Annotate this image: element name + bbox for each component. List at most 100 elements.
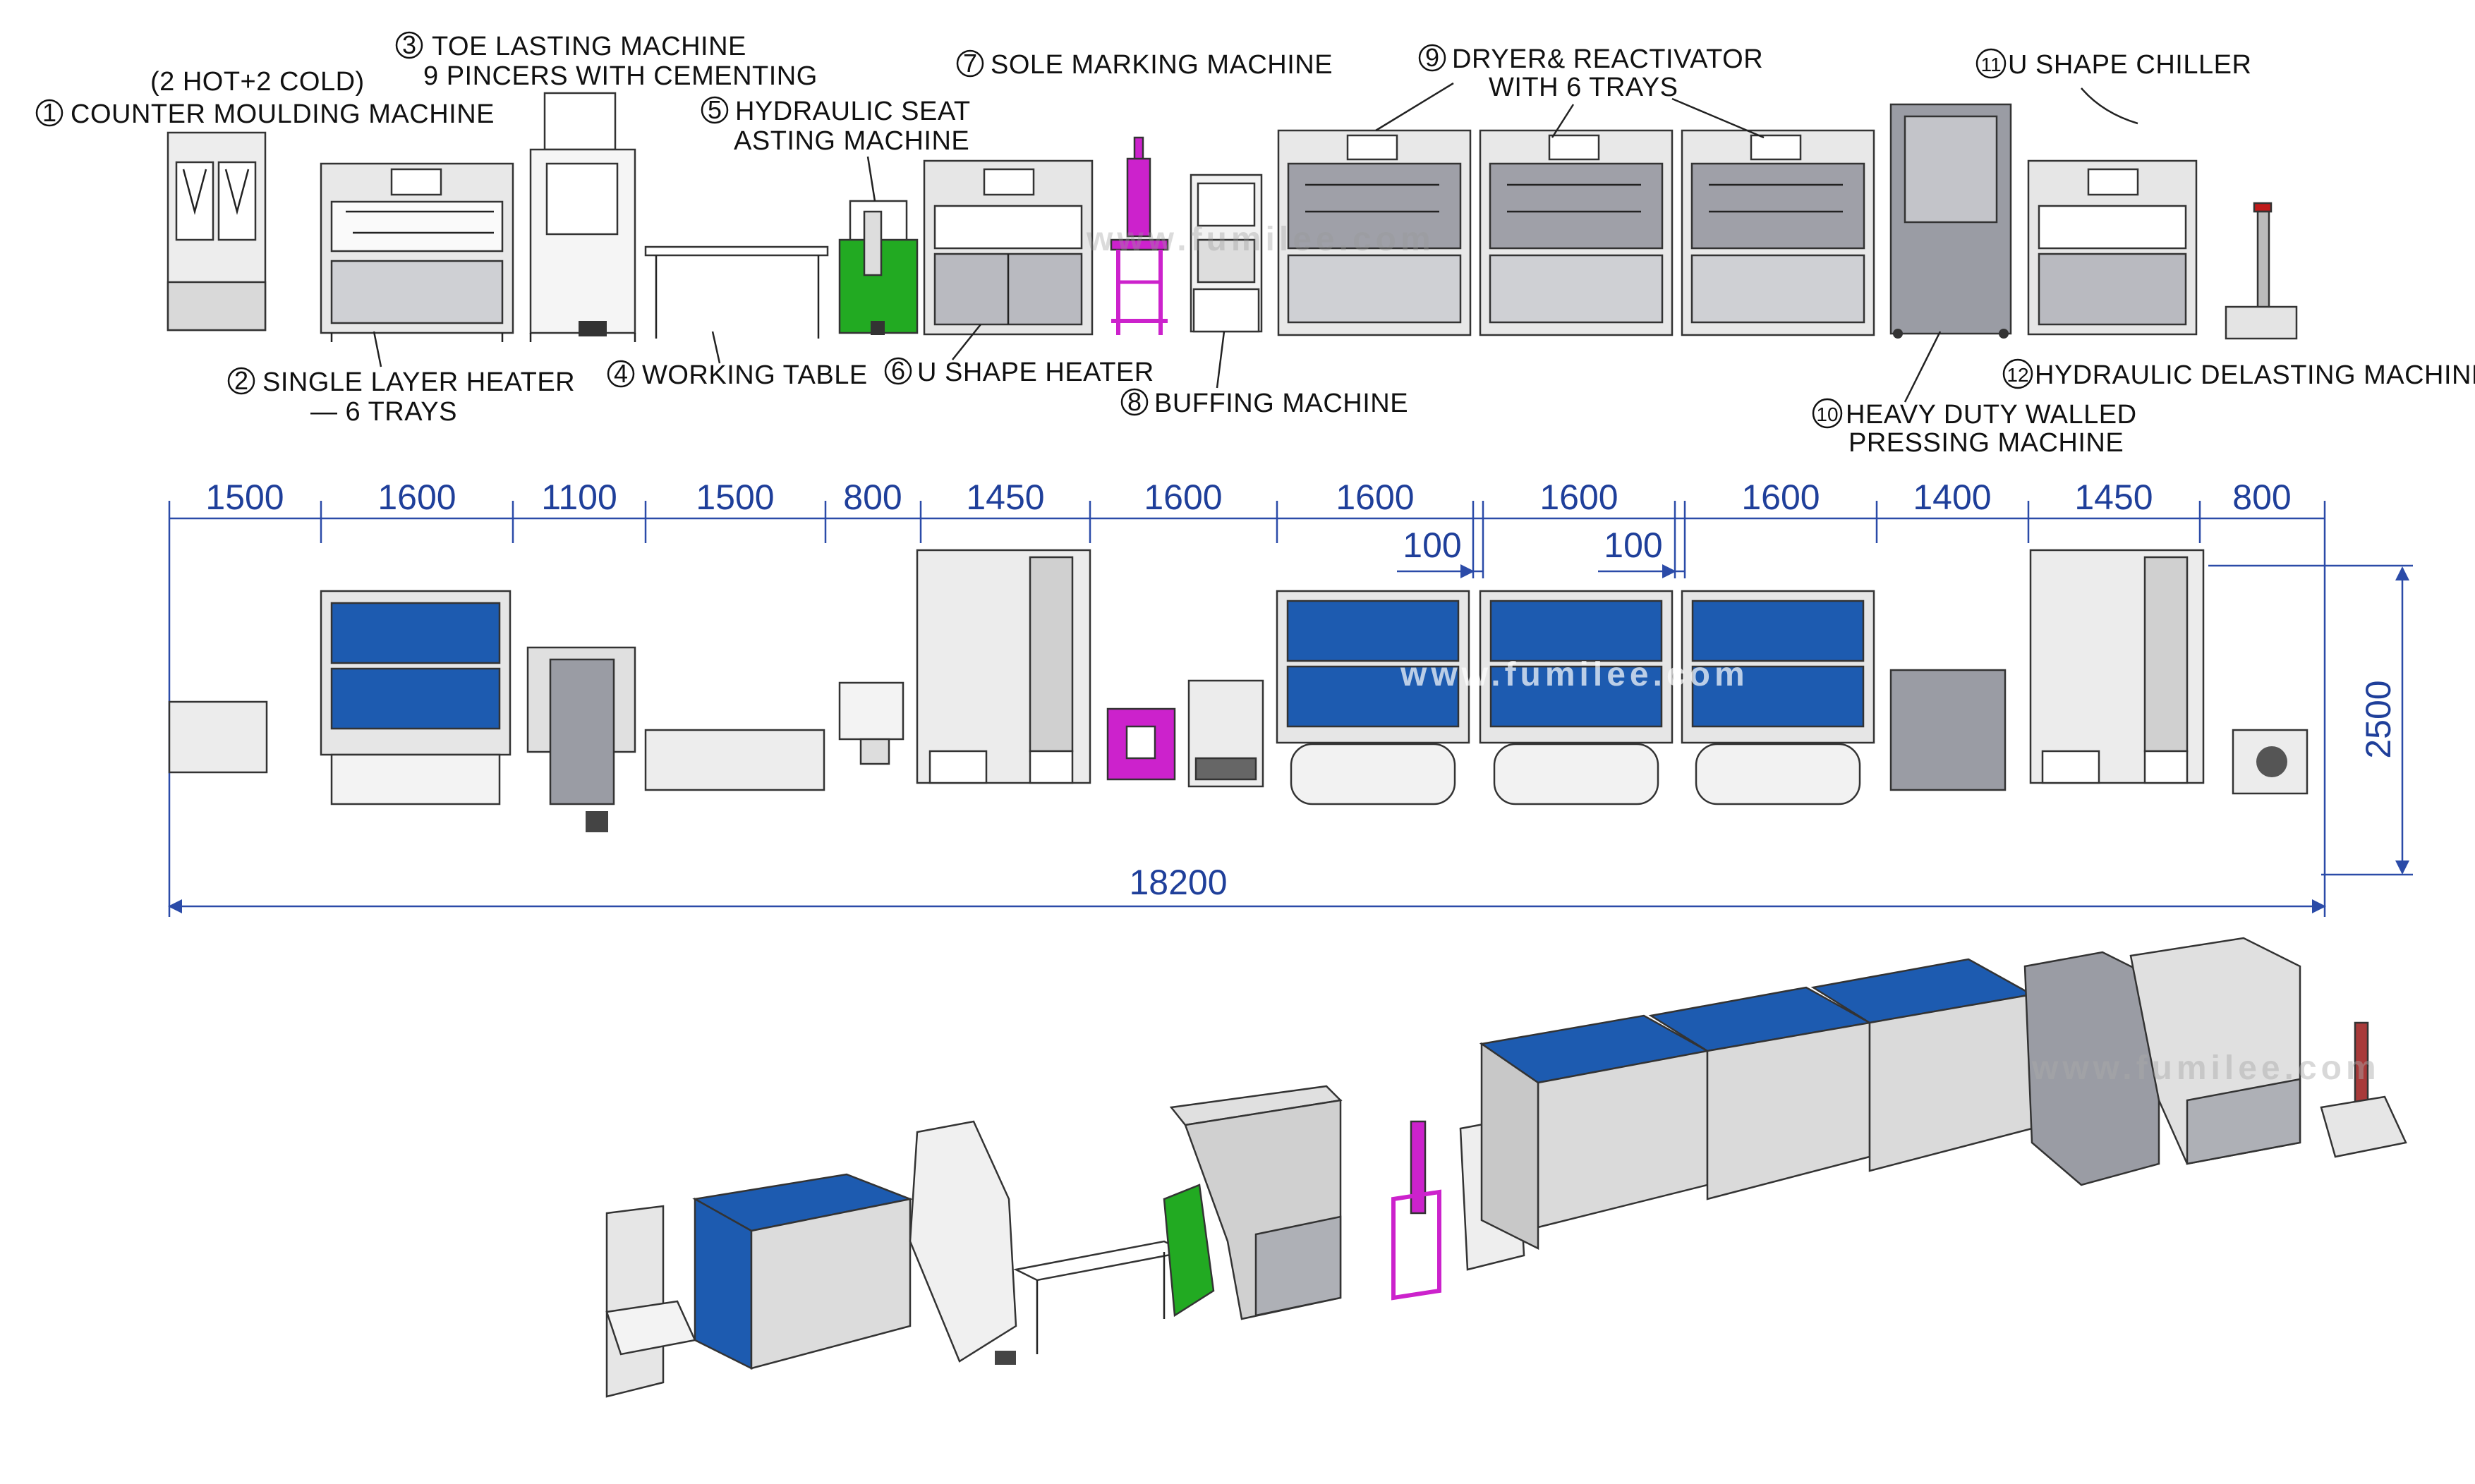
- label-m4-num: 4: [614, 359, 628, 388]
- dim-seg-9: 1600: [1539, 478, 1618, 517]
- label-m12-num: 12: [2007, 364, 2028, 386]
- machine-2-front: [320, 162, 514, 342]
- label-m1-num: 1: [42, 98, 56, 127]
- plan-machine-7: [1106, 707, 1176, 781]
- machine-7-front: [1110, 136, 1169, 335]
- label-m10-line1: HEAVY DUTY WALLED: [1846, 400, 2137, 430]
- plan-machine-10: [1889, 669, 2007, 791]
- label-m9-line1: DRYER& REACTIVATOR: [1452, 44, 1763, 74]
- dim-gap-1: 100: [1403, 525, 1461, 565]
- top-labels: (2 HOT+2 COLD) 1 COUNTER MOULDING MACHIN…: [35, 30, 2475, 458]
- iso-machine-12: [2320, 1021, 2407, 1158]
- plan-machine-9c: [1681, 590, 1875, 805]
- dim-seg-1: 1500: [205, 478, 284, 517]
- label-machine-6: 6 U SHAPE HEATER: [884, 324, 1154, 387]
- dim-seg-8: 1600: [1336, 478, 1414, 517]
- iso-machine-9c: [1810, 958, 2035, 1172]
- label-m9-line2: WITH 6 TRAYS: [1489, 73, 1678, 102]
- dim-seg-13: 800: [2232, 478, 2291, 517]
- number-circle-icon: [1975, 48, 2007, 79]
- number-circle-icon: [395, 31, 423, 59]
- iso-machine-9a: [1479, 1014, 1710, 1251]
- label-machine-10: 10 HEAVY DUTY WALLED PRESSING MACHINE: [1812, 331, 2137, 458]
- plan-view: 1500 1600 1100 1500 800 1450 1600 1600 1…: [168, 478, 2413, 917]
- iso-machine-5: [1163, 1184, 1215, 1318]
- machine-9-front-c: [1681, 129, 1875, 336]
- label-m5-line2: ASTING MACHINE: [734, 126, 969, 156]
- label-machine-12: 12 HYDRAULIC DELASTING MACHINE: [2002, 358, 2475, 390]
- dim-seg-10: 1600: [1741, 478, 1820, 517]
- machine-9-front-a: [1277, 129, 1472, 336]
- plan-machine-8: [1187, 679, 1264, 788]
- plan-machine-4: [644, 729, 825, 791]
- label-machine-3: 3 TOE LASTING MACHINE 9 PINCERS WITH CEM…: [395, 30, 818, 91]
- watermark-plan: www.fumilee.com: [1400, 656, 1749, 693]
- label-m11: U SHAPE CHILLER: [2008, 50, 2251, 80]
- plan-machine-9b: [1479, 590, 1674, 805]
- label-m1-line2: COUNTER MOULDING MACHINE: [71, 99, 495, 129]
- dim-total-length: 18200: [1129, 863, 1227, 902]
- label-m7: SOLE MARKING MACHINE: [991, 50, 1333, 80]
- machine-1-front: [167, 131, 267, 332]
- plan-machine-2: [320, 590, 512, 805]
- dim-width: 2500: [2359, 680, 2398, 758]
- watermark-front: www.fumilee.com: [1086, 221, 1435, 258]
- label-m5-num: 5: [708, 95, 722, 124]
- machine-8-front: [1190, 174, 1263, 333]
- machine-11-front: [2027, 159, 2198, 336]
- number-circle-icon: [884, 357, 912, 385]
- iso-machine-2: [692, 1173, 914, 1370]
- number-circle-icon: [1812, 398, 1843, 429]
- number-circle-icon: [35, 99, 63, 127]
- label-m6-num: 6: [891, 356, 905, 385]
- plan-machine-12: [2232, 729, 2308, 795]
- dim-seg-11: 1400: [1913, 478, 1991, 517]
- label-machine-2: 2 SINGLE LAYER HEATER — 6 TRAYS: [227, 331, 575, 427]
- label-m2-line2: — 6 TRAYS: [310, 397, 457, 427]
- label-machine-5: 5 HYDRAULIC SEAT ASTING MACHINE: [701, 95, 971, 202]
- number-circle-icon: [227, 367, 255, 395]
- label-machine-9: 9 DRYER& REACTIVATOR WITH 6 TRAYS: [1375, 43, 1765, 139]
- plan-machine-3: [526, 646, 636, 832]
- label-machine-1: (2 HOT+2 COLD) 1 COUNTER MOULDING MACHIN…: [35, 67, 495, 129]
- machine-9-front-b: [1479, 129, 1674, 336]
- label-m9-num: 9: [1425, 43, 1439, 72]
- iso-machine-1: [605, 1205, 696, 1398]
- label-m1-line1: (2 HOT+2 COLD): [150, 67, 365, 97]
- iso-machine-10: [2023, 951, 2160, 1186]
- label-m3-line2: 9 PINCERS WITH CEMENTING: [423, 61, 818, 91]
- label-m10-num: 10: [1816, 403, 1838, 425]
- label-m11-num: 11: [1980, 54, 2001, 75]
- isometric-view: www.fumilee.com: [605, 937, 2407, 1398]
- dim-seg-4: 1500: [696, 478, 774, 517]
- number-circle-icon: [701, 96, 729, 124]
- number-circle-icon: [956, 49, 984, 78]
- machine-12-front: [2225, 202, 2298, 340]
- plan-machines: www.fumilee.com: [168, 549, 2308, 832]
- plan-machine-6: [916, 549, 1091, 784]
- iso-machine-11: [2129, 937, 2301, 1165]
- label-m2-num: 2: [234, 366, 248, 395]
- watermark-iso: www.fumilee.com: [2031, 1050, 2380, 1087]
- dim-seg-6: 1450: [966, 478, 1044, 517]
- machine-4-front: [644, 245, 829, 339]
- iso-machine-9b: [1648, 986, 1872, 1200]
- plan-machine-9a: [1276, 590, 1470, 805]
- dimension-extension-lines: [168, 501, 2413, 917]
- front-elevation: www.fumilee.com: [167, 92, 2298, 342]
- iso-machine-7: [1391, 1120, 1441, 1301]
- machine-5-front: [838, 200, 919, 335]
- label-m4: WORKING TABLE: [642, 360, 868, 390]
- label-m10-line2: PRESSING MACHINE: [1848, 428, 2124, 458]
- dim-seg-3: 1100: [541, 478, 617, 517]
- label-m5-line1: HYDRAULIC SEAT: [735, 97, 971, 126]
- label-machine-11: 11 U SHAPE CHILLER: [1975, 48, 2251, 125]
- iso-machine-4: [1013, 1240, 1188, 1354]
- number-circle-icon: [1418, 44, 1446, 72]
- number-circle-icon: [1120, 388, 1149, 416]
- label-m12: HYDRAULIC DELASTING MACHINE: [2035, 360, 2475, 390]
- label-m3-num: 3: [402, 30, 416, 59]
- machine-10-front: [1889, 103, 2012, 339]
